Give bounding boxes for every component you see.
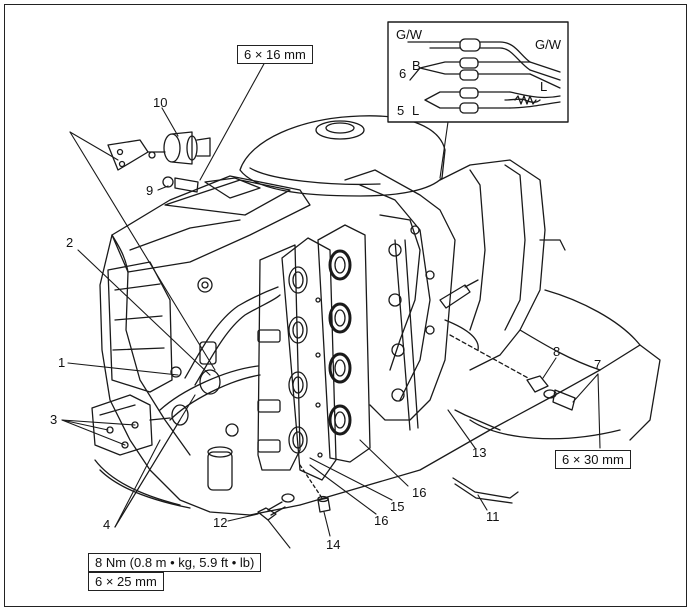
callout-8: 8 (553, 344, 561, 359)
callout-2: 2 (66, 235, 74, 250)
callout-16a: 16 (412, 485, 427, 500)
callout-15: 15 (390, 499, 405, 514)
bottom-parts (257, 464, 519, 521)
wiring-inset (387, 21, 569, 179)
callout-9: 9 (146, 183, 154, 198)
hoses-and-pump (91, 286, 281, 509)
diagram-border (4, 4, 687, 607)
sensor-bracket (107, 131, 211, 193)
wire-label-5: 5 (397, 103, 405, 118)
callout-1: 1 (58, 355, 66, 370)
callout-10: 10 (153, 95, 168, 110)
spec-bolt-6x16: 6 × 16 mm (237, 45, 313, 64)
callout-11: 11 (486, 509, 500, 524)
wire-label-6: 6 (399, 66, 407, 81)
cylinder-head-assembly (257, 169, 479, 481)
wire-label-gw-left: G/W (396, 27, 422, 42)
spec-bolt-6x30: 6 × 30 mm (555, 450, 631, 469)
callout-13: 13 (472, 445, 487, 460)
callout-16b: 16 (374, 513, 389, 528)
engine-block (99, 115, 661, 516)
callout-7: 7 (594, 357, 602, 372)
wire-label-b: B (412, 58, 421, 73)
wire-label-l-right: L (540, 79, 548, 94)
wire-label-l-lower: L (412, 103, 420, 118)
callout-3: 3 (50, 412, 58, 427)
wire-label-gw-right: G/W (535, 37, 561, 52)
callout-4: 4 (103, 517, 111, 532)
right-bolts (449, 334, 576, 411)
callout-12: 12 (213, 515, 228, 530)
leader-lines (61, 61, 601, 549)
callout-14: 14 (326, 537, 341, 552)
spec-torque: 8 Nm (0.8 m • kg, 5.9 ft • lb) (88, 553, 262, 572)
spec-bolt-6x25: 6 × 25 mm (88, 572, 164, 591)
